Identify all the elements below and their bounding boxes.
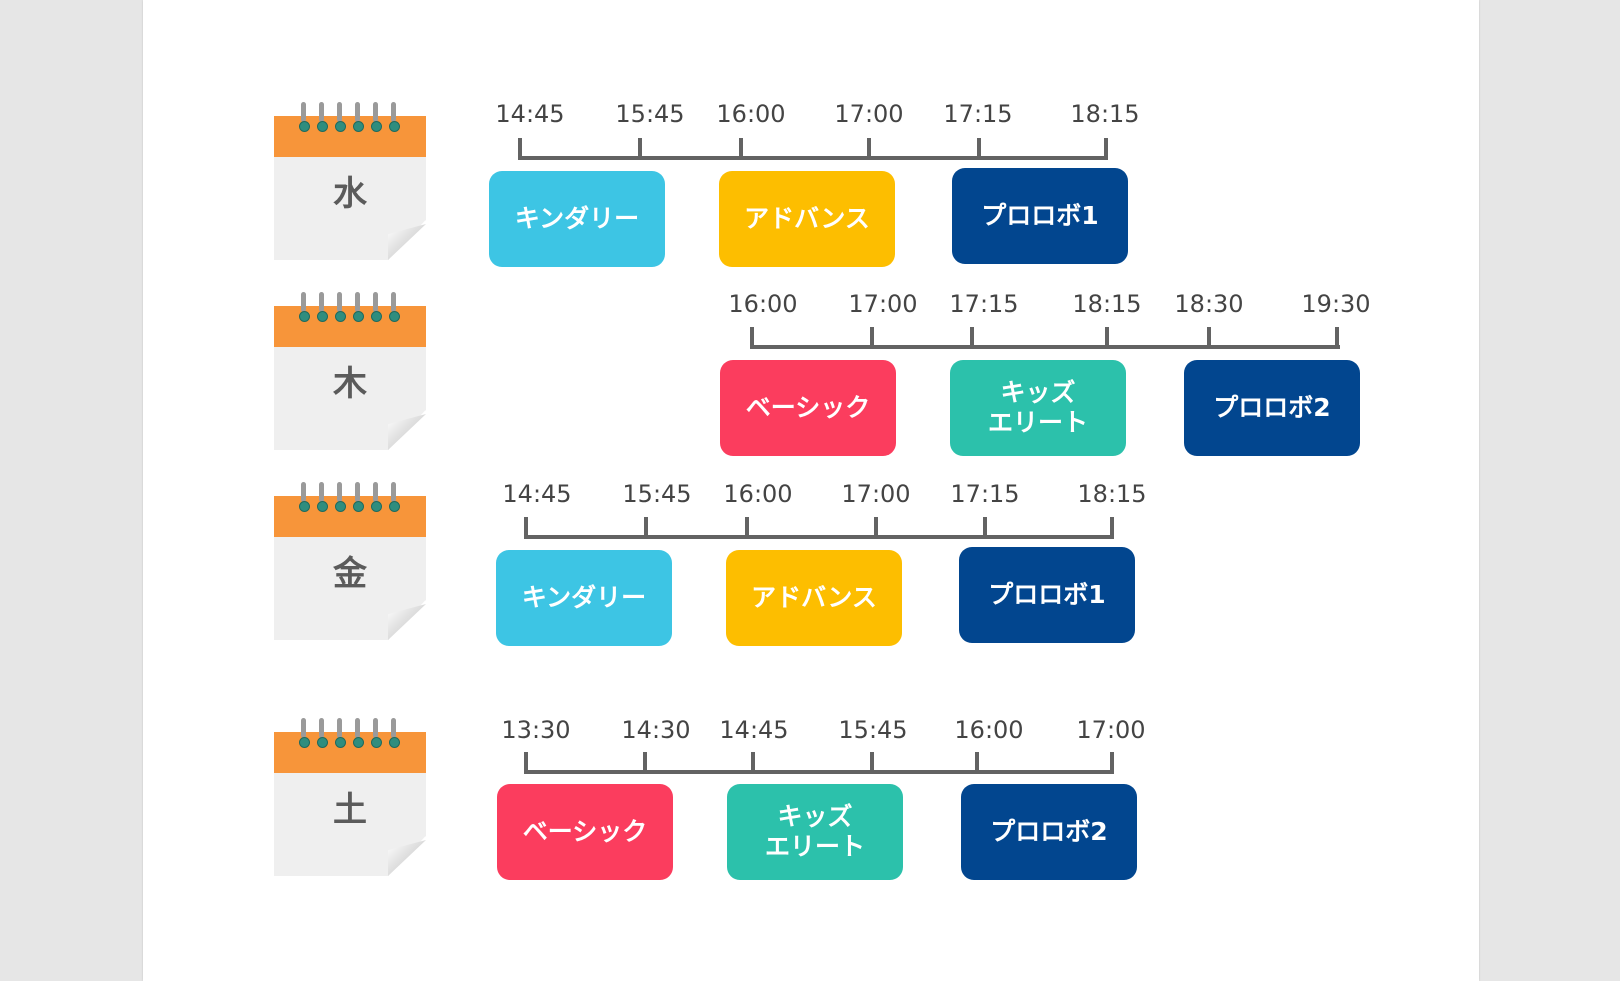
class-block-advance[interactable]: アドバンス (726, 550, 902, 646)
time-label: 17:15 (949, 290, 1019, 318)
time-label: 17:00 (848, 290, 918, 318)
time-label: 15:45 (615, 100, 685, 128)
time-label: 17:15 (950, 480, 1020, 508)
day-row-wed: 水 14:45 15:45 16:00 17:00 17:15 18:15 キン… (143, 98, 1479, 278)
class-block-basic[interactable]: ベーシック (720, 360, 896, 456)
time-label: 15:45 (622, 480, 692, 508)
time-label: 16:00 (954, 716, 1024, 744)
schedule-page: 水 14:45 15:45 16:00 17:00 17:15 18:15 キン… (143, 0, 1479, 981)
timeline-tick (524, 517, 528, 537)
time-label: 17:00 (1076, 716, 1146, 744)
time-label: 17:00 (834, 100, 904, 128)
calendar-icon: 水 (274, 102, 426, 260)
day-label: 木 (333, 364, 367, 404)
timeline-tick (1110, 517, 1114, 537)
day-label: 金 (333, 554, 367, 594)
day-row-thu: 木 16:00 17:00 17:15 18:15 18:30 19:30 ベー… (143, 288, 1479, 468)
class-block-advance[interactable]: アドバンス (719, 171, 895, 267)
day-label: 水 (333, 174, 367, 214)
timeline-tick (970, 327, 974, 347)
class-block-prorobo2[interactable]: プロロボ2 (1184, 360, 1360, 456)
timeline-tick (870, 327, 874, 347)
calendar-icon: 金 (274, 482, 426, 640)
timeline-tick (739, 138, 743, 158)
class-block-prorobo1[interactable]: プロロボ1 (959, 547, 1135, 643)
timeline-tick (1110, 752, 1114, 772)
time-label: 16:00 (728, 290, 798, 318)
timeline-tick (524, 752, 528, 772)
time-label: 18:15 (1072, 290, 1142, 318)
timeline-tick (751, 752, 755, 772)
timeline-tick (867, 138, 871, 158)
timeline-tick (983, 517, 987, 537)
time-label: 18:15 (1070, 100, 1140, 128)
time-label: 17:00 (841, 480, 911, 508)
day-label: 土 (333, 790, 367, 830)
timeline-tick (644, 517, 648, 537)
timeline-tick (643, 752, 647, 772)
timeline-tick (1335, 327, 1339, 347)
class-block-kindergarten[interactable]: キンダリー (489, 171, 665, 267)
time-label: 16:00 (716, 100, 786, 128)
time-label: 14:45 (502, 480, 572, 508)
timeline-axis (518, 156, 1108, 160)
day-row-fri: 金 14:45 15:45 16:00 17:00 17:15 18:15 キン… (143, 478, 1479, 658)
timeline-tick (870, 752, 874, 772)
time-label: 16:00 (723, 480, 793, 508)
timeline-tick (874, 517, 878, 537)
timeline-axis (524, 535, 1114, 539)
day-row-sat: 土 13:30 14:30 14:45 15:45 16:00 17:00 ベー… (143, 714, 1479, 894)
timeline-axis (750, 345, 1340, 349)
time-label: 15:45 (838, 716, 908, 744)
class-block-prorobo2[interactable]: プロロボ2 (961, 784, 1137, 880)
time-label: 18:15 (1077, 480, 1147, 508)
time-label: 14:45 (719, 716, 789, 744)
class-block-prorobo1[interactable]: プロロボ1 (952, 168, 1128, 264)
class-block-kids-elite[interactable]: キッズ エリート (950, 360, 1126, 456)
timeline-tick (975, 752, 979, 772)
time-label: 17:15 (943, 100, 1013, 128)
timeline-tick (1207, 327, 1211, 347)
class-block-kindergarten[interactable]: キンダリー (496, 550, 672, 646)
time-label: 14:30 (621, 716, 691, 744)
time-label: 19:30 (1301, 290, 1371, 318)
class-block-basic[interactable]: ベーシック (497, 784, 673, 880)
timeline-tick (1104, 138, 1108, 158)
class-block-kids-elite[interactable]: キッズ エリート (727, 784, 903, 880)
time-label: 14:45 (495, 100, 565, 128)
timeline-tick (1105, 327, 1109, 347)
timeline-tick (518, 138, 522, 158)
timeline-tick (745, 517, 749, 537)
time-label: 18:30 (1174, 290, 1244, 318)
calendar-icon: 土 (274, 718, 426, 876)
timeline-tick (750, 327, 754, 347)
timeline-tick (638, 138, 642, 158)
timeline-tick (977, 138, 981, 158)
time-label: 13:30 (501, 716, 571, 744)
timeline-axis (524, 770, 1114, 774)
calendar-icon: 木 (274, 292, 426, 450)
